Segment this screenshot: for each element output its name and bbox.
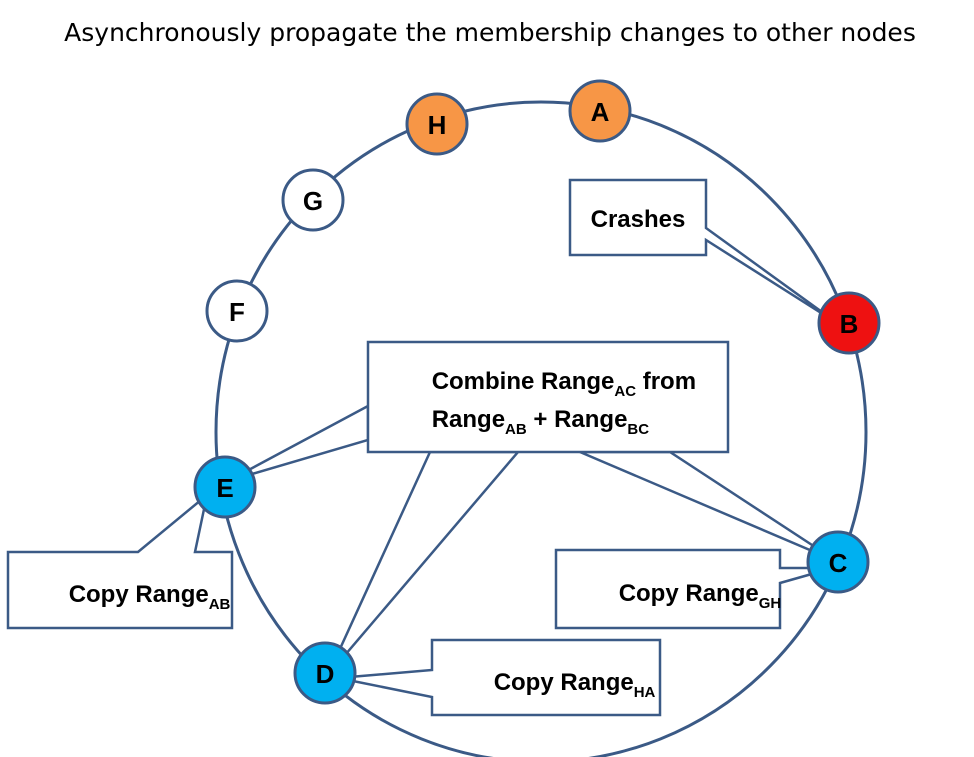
node-b: B — [817, 291, 881, 355]
node-g-label: G — [303, 186, 323, 216]
combine-line-1: Combine RangeAC from — [385, 368, 729, 400]
combine-line-1-tail: from — [636, 368, 696, 395]
node-g: G — [281, 168, 345, 232]
node-f-label: F — [229, 297, 245, 327]
copy-range-gh-sub: GH — [759, 595, 782, 612]
copy-range-ha-main: Copy Range — [494, 669, 634, 696]
combine-line-2-mid: + Range — [527, 406, 628, 433]
copy-range-gh-callout: Copy RangeGH — [554, 548, 834, 630]
copy-range-ab-callout: Copy RangeAB — [6, 491, 264, 630]
copy-range-gh-main: Copy Range — [619, 580, 759, 607]
node-e-circle — [193, 455, 257, 519]
combine-line-1-sub: AC — [614, 383, 636, 400]
node-b-circle — [817, 291, 881, 355]
copy-range-ha-callout: Copy RangeHA — [337, 638, 689, 717]
node-b-label: B — [840, 309, 859, 339]
node-d-label: D — [316, 659, 335, 689]
copy-range-ab-main: Copy Range — [69, 581, 209, 608]
combine-line-2: RangeAB + RangeBC — [385, 406, 682, 440]
node-g-circle — [281, 168, 345, 232]
node-h-label: H — [428, 110, 447, 140]
node-a-circle — [568, 79, 632, 143]
copy-range-ha-sub: HA — [634, 684, 656, 701]
node-c-circle — [806, 530, 870, 594]
node-h-circle — [405, 92, 469, 156]
node-c: C — [806, 530, 870, 594]
node-h: H — [405, 92, 469, 156]
combine-line-2-sub: AB — [505, 421, 527, 438]
combine-line-2-main: Range — [432, 406, 505, 433]
combine-line-2-sub2: BC — [627, 421, 649, 438]
node-f: F — [205, 279, 269, 343]
copy-range-gh-text: Copy RangeGH — [572, 580, 815, 614]
copy-range-ab-sub: AB — [209, 596, 231, 613]
node-e-label: E — [216, 473, 233, 503]
copy-range-ab-text: Copy RangeAB — [22, 581, 264, 615]
node-d-circle — [293, 641, 357, 705]
copy-range-ha-text: Copy RangeHA — [447, 669, 689, 703]
hash-ring — [214, 100, 868, 757]
crashes-callout-text: Crashes — [591, 206, 686, 233]
node-a: A — [568, 79, 632, 143]
node-f-circle — [205, 279, 269, 343]
diagram-title: Asynchronously propagate the membership … — [64, 18, 916, 47]
node-a-label: A — [591, 97, 610, 127]
node-c-label: C — [829, 548, 848, 578]
combine-callout: Combine RangeAC from RangeAB + RangeBC — [366, 340, 730, 454]
combine-callout-pointers — [227, 403, 839, 676]
node-d: D — [293, 641, 357, 705]
combine-line-1-main: Combine Range — [432, 368, 615, 395]
node-e: E — [193, 455, 257, 519]
crashes-callout: Crashes — [568, 178, 841, 327]
